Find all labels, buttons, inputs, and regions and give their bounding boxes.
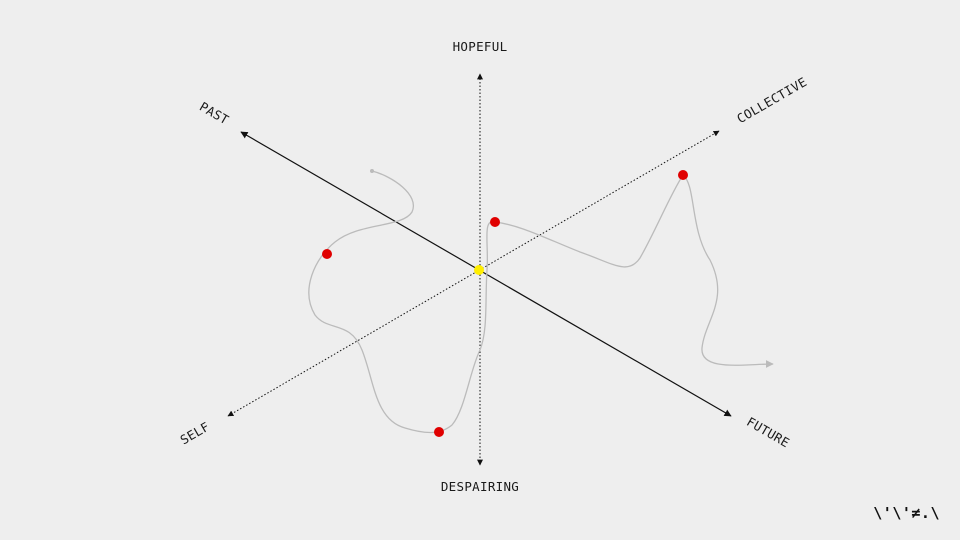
hopeful-label: HOPEFUL <box>453 39 508 54</box>
future-label: FUTURE <box>744 414 792 450</box>
brand-logo: \'\'≠.\ <box>873 504 940 522</box>
past-future-axis <box>240 131 732 417</box>
marker-dot <box>434 427 444 437</box>
self-collective-axis <box>227 130 720 417</box>
self-label: SELF <box>177 419 212 448</box>
marker-dot <box>490 217 500 227</box>
past-label: PAST <box>197 99 232 128</box>
despairing-label: DESPAIRING <box>441 479 519 494</box>
marker-dot <box>678 170 688 180</box>
origin-dot <box>474 265 484 275</box>
collective-label: COLLECTIVE <box>734 74 809 126</box>
trajectory-path <box>308 170 774 434</box>
marker-dot <box>322 249 332 259</box>
